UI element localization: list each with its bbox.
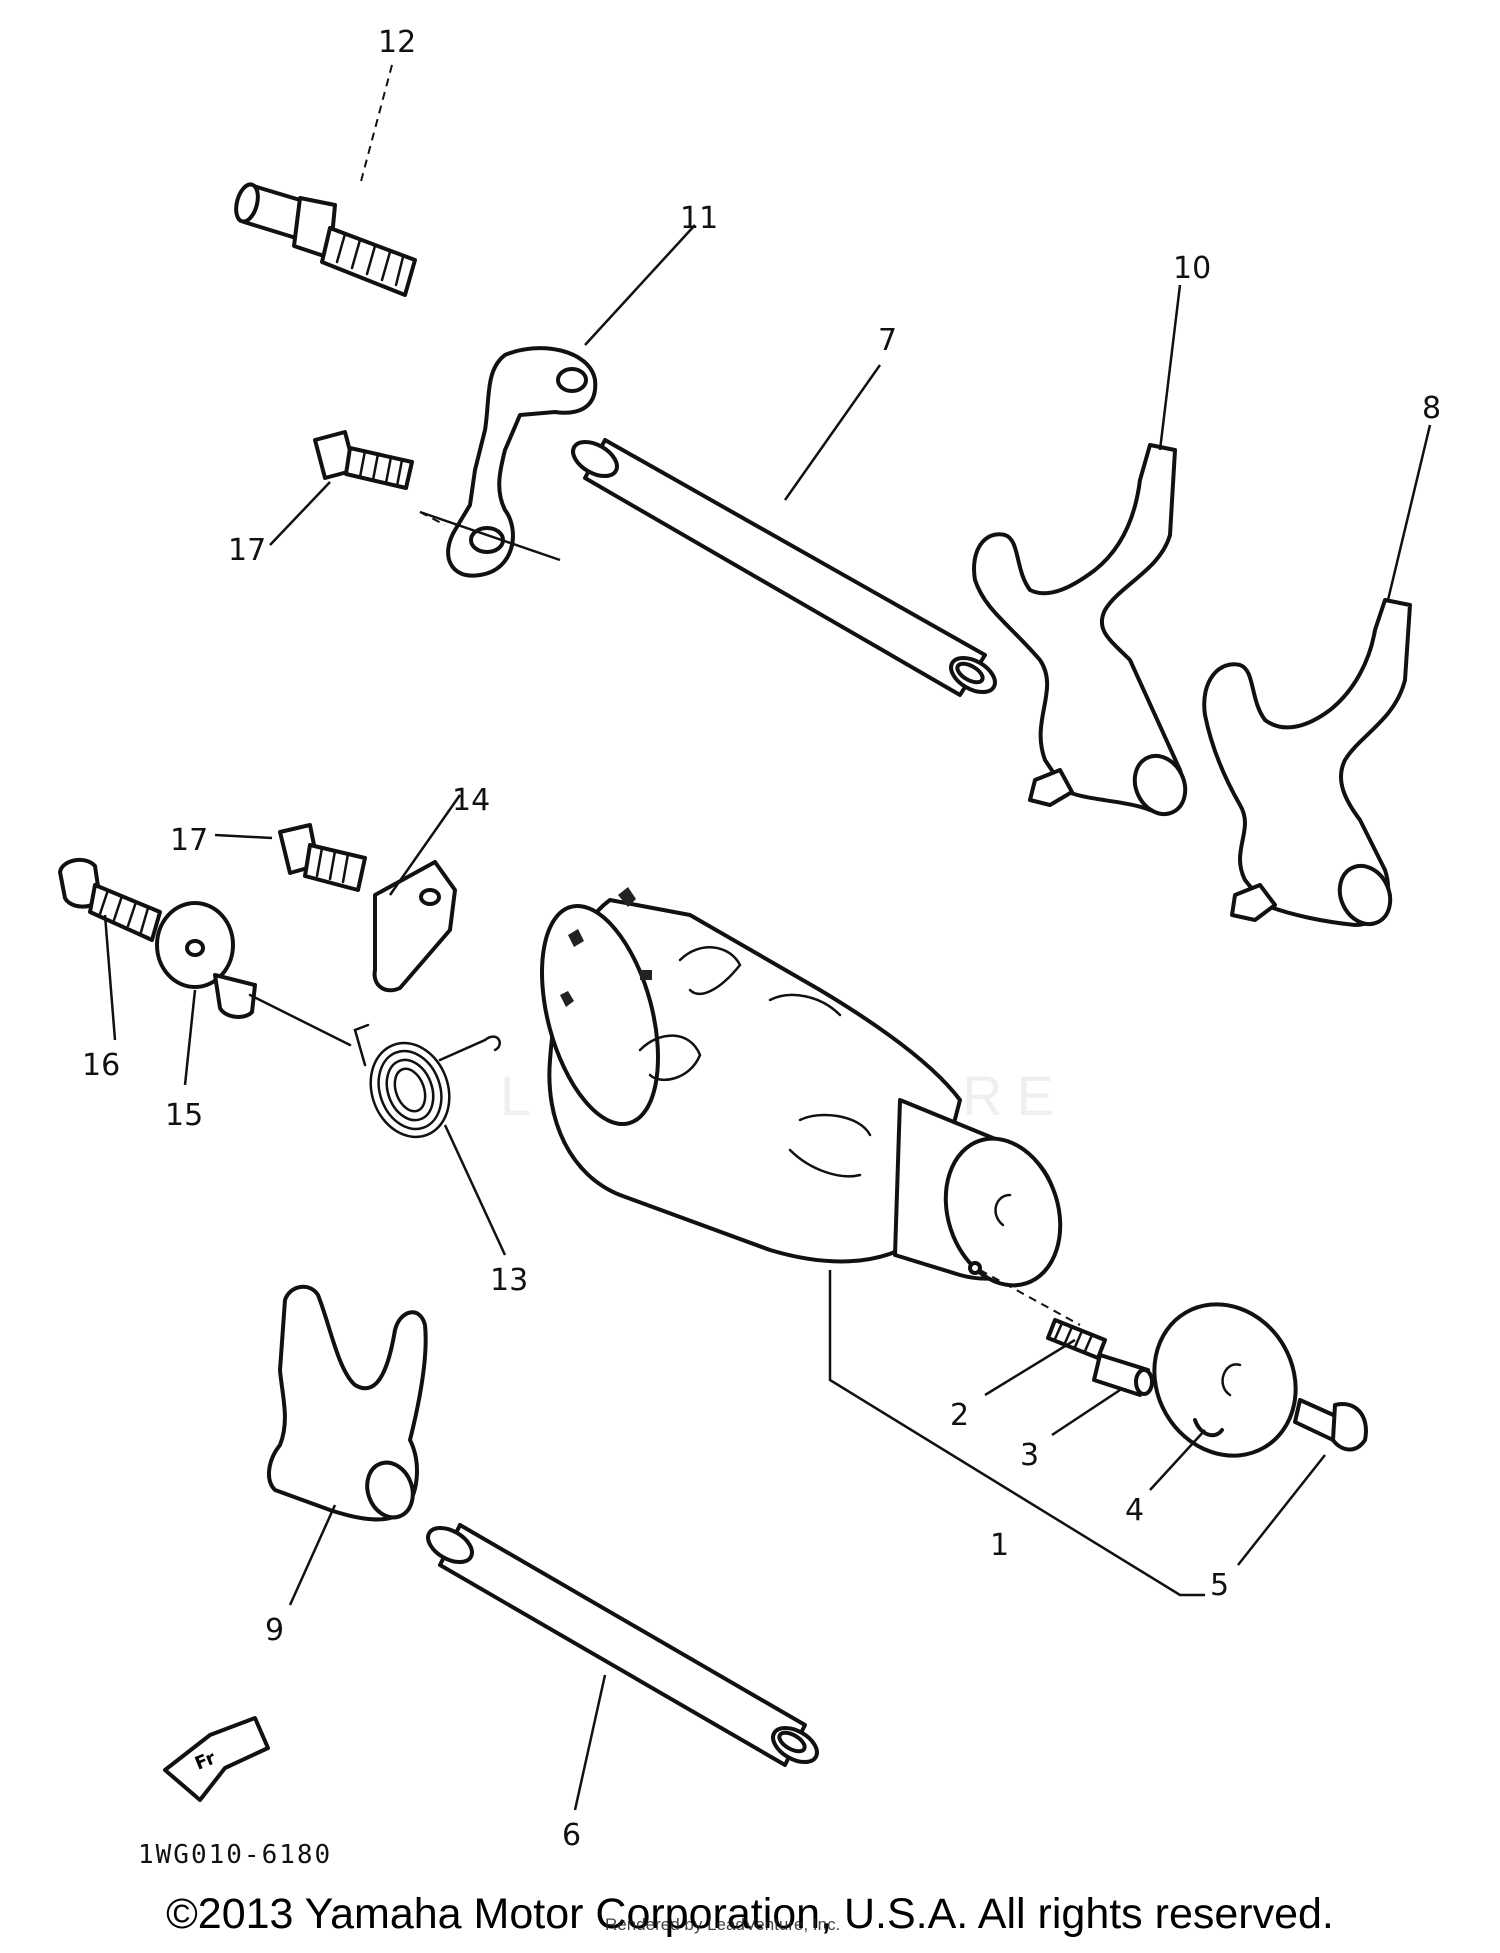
part-9-shift-fork — [267, 1284, 428, 1522]
part-13-torsion-spring — [353, 1023, 501, 1139]
part-1-shift-drum — [540, 887, 1081, 1326]
callout-16: 16 — [82, 1048, 120, 1083]
callout-10: 10 — [1173, 251, 1211, 286]
callout-14: 14 — [452, 783, 490, 818]
callout-1: 1 — [990, 1528, 1009, 1563]
rendered-by-credit: Rendered by LeadVenture, Inc. — [605, 1915, 841, 1934]
part-14-stopper-plate — [372, 860, 457, 993]
callout-9: 9 — [265, 1613, 284, 1648]
diagram-reference-code: 1WG010-6180 — [138, 1840, 333, 1870]
part-17-bolt-upper — [313, 430, 414, 490]
part-16-bolt — [58, 857, 162, 942]
callout-7: 7 — [878, 323, 897, 358]
callout-3: 3 — [1020, 1438, 1039, 1473]
part-11-stopper-lever — [446, 346, 598, 578]
part-3-pin — [1092, 1353, 1154, 1397]
callout-5: 5 — [1210, 1568, 1229, 1603]
part-7-guide-bar-upper — [571, 438, 997, 697]
leader-lines — [103, 64, 1432, 1811]
part-12-stopper-bolt — [234, 182, 417, 297]
callout-15: 15 — [165, 1098, 203, 1133]
callout-17-lower: 17 — [170, 823, 208, 858]
part-5-screw — [1293, 1398, 1368, 1452]
callout-2: 2 — [950, 1398, 969, 1433]
callout-11: 11 — [680, 201, 718, 236]
callout-6: 6 — [562, 1818, 581, 1853]
part-4-segment-plate — [1152, 1302, 1298, 1458]
part-15-stopper-lever — [155, 901, 352, 1047]
callout-labels: 12 11 10 7 8 17 14 17 16 15 13 2 3 4 1 5… — [82, 25, 1441, 1853]
part-6-guide-bar-lower — [426, 1523, 819, 1767]
callout-17-upper: 17 — [228, 533, 266, 568]
callout-13: 13 — [490, 1263, 528, 1298]
callout-8: 8 — [1422, 391, 1441, 426]
copyright-notice: ©2013 Yamaha Motor Corporation, U.S.A. A… — [166, 1890, 1334, 1938]
part-8-shift-fork — [1202, 598, 1412, 927]
callout-4: 4 — [1125, 1493, 1144, 1528]
part-10-shift-fork — [972, 443, 1188, 817]
callout-12: 12 — [378, 25, 416, 60]
front-direction-arrow: Fr — [163, 1716, 270, 1802]
part-17-bolt-lower — [278, 823, 367, 892]
